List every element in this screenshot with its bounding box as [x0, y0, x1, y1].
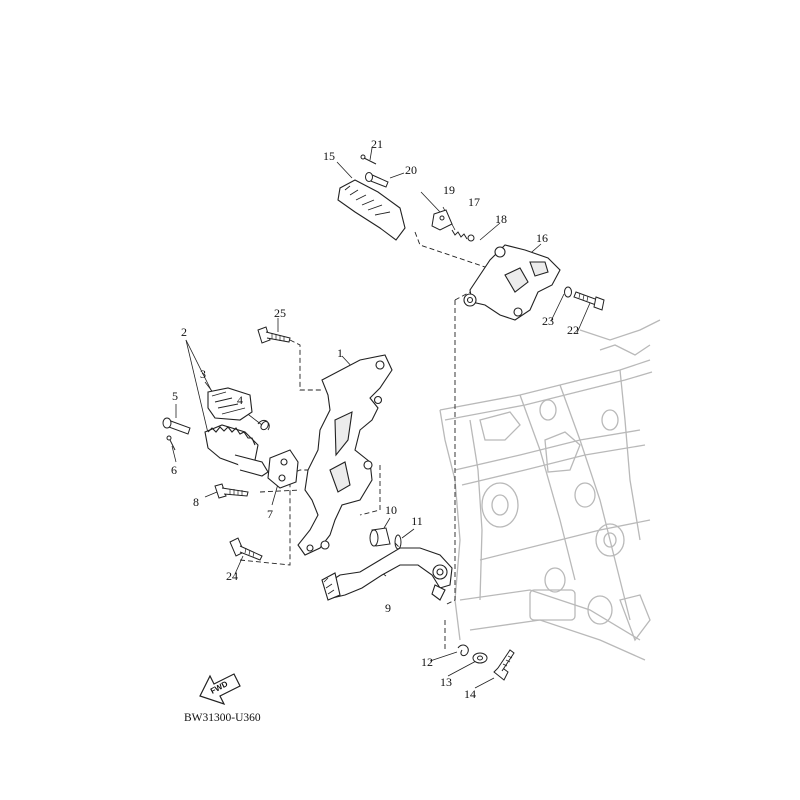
part-3-footpeg-rubber	[207, 387, 253, 421]
part-21-cotter-pin	[360, 154, 377, 165]
part-22-bolt	[573, 291, 605, 311]
part-13-washer	[472, 652, 488, 664]
callout-14: 14	[464, 687, 476, 701]
part-7-plate	[267, 449, 299, 489]
part-18-ball	[467, 234, 475, 242]
part-16-passenger-bracket	[463, 244, 561, 321]
callout-24: 24	[226, 569, 238, 583]
callout-12: 12	[421, 655, 433, 669]
callout-3: 3	[200, 367, 206, 381]
dashed-leaders	[239, 231, 489, 650]
part-14-bolt	[493, 649, 515, 681]
callout-1: 1	[337, 346, 343, 360]
callout-19: 19	[443, 183, 455, 197]
callout-6: 6	[171, 463, 177, 477]
fwd-arrow-icon	[199, 673, 241, 706]
part-4-spring	[257, 419, 270, 431]
callout-5: 5	[172, 389, 178, 403]
callout-11: 11	[411, 514, 423, 528]
callout-9: 9	[385, 601, 391, 615]
callout-15: 15	[323, 149, 335, 163]
part-19-detent-plate	[431, 209, 453, 231]
callout-20: 20	[405, 163, 417, 177]
diagram-code: BW31300-U360	[184, 712, 261, 724]
part-15-passenger-footpeg	[337, 179, 406, 241]
callout-21: 21	[371, 137, 383, 151]
part-20-pin	[365, 172, 389, 188]
part-12-spring	[457, 644, 469, 657]
callout-22: 22	[567, 323, 579, 337]
part-17-spring	[451, 229, 468, 240]
part-10-bushing	[369, 527, 391, 547]
part-9-brake-pedal	[321, 547, 453, 601]
callout-23: 23	[542, 314, 554, 328]
part-1-footrest-bracket	[297, 354, 393, 556]
part-25-bolt	[257, 326, 291, 344]
callout-18: 18	[495, 212, 507, 226]
callout-4: 4	[237, 393, 243, 407]
part-6-cotter-pin	[166, 435, 176, 451]
part-8-bolt	[214, 483, 249, 499]
callout-10: 10	[385, 503, 397, 517]
callout-13: 13	[440, 675, 452, 689]
callout-25: 25	[274, 306, 286, 320]
motorcycle-frame	[439, 319, 661, 661]
callout-2: 2	[181, 325, 187, 339]
part-24-bolt	[229, 537, 263, 561]
callout-7: 7	[267, 507, 273, 521]
callout-8: 8	[193, 495, 199, 509]
part-11-oring	[394, 534, 402, 550]
part-2-footpeg	[204, 424, 269, 477]
part-5-pin	[162, 417, 191, 435]
callout-16: 16	[536, 231, 548, 245]
part-23-washer	[564, 286, 572, 298]
callout-17: 17	[468, 195, 480, 209]
